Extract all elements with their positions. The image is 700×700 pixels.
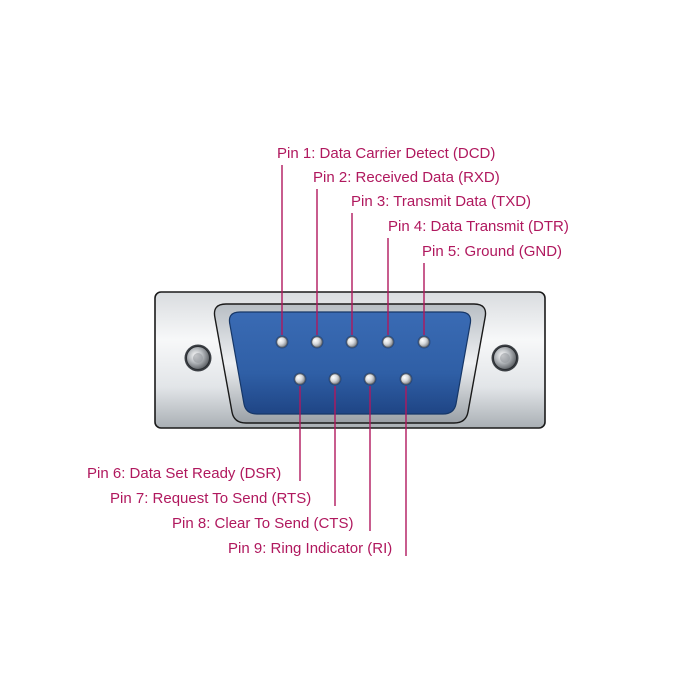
- pin-1-contact: [275, 335, 289, 349]
- pin-4-contact: [381, 335, 395, 349]
- pin-3-contact: [345, 335, 359, 349]
- pin-6-label: Pin 6: Data Set Ready (DSR): [87, 465, 281, 482]
- pin-3-label: Pin 3: Transmit Data (TXD): [351, 193, 531, 210]
- pin-8-contact: [363, 372, 377, 386]
- pin-5-contact: [417, 335, 431, 349]
- pin-2-contact: [310, 335, 324, 349]
- pin-8-label: Pin 8: Clear To Send (CTS): [172, 515, 353, 532]
- pin-9-label: Pin 9: Ring Indicator (RI): [228, 540, 392, 557]
- pin-2-label: Pin 2: Received Data (RXD): [313, 169, 500, 186]
- right-screw-head-icon: [491, 344, 519, 372]
- pin-7-label: Pin 7: Request To Send (RTS): [110, 490, 311, 507]
- connector-face: [228, 311, 472, 415]
- pin-6-contact: [293, 372, 307, 386]
- left-screw-head-icon: [184, 344, 212, 372]
- pin-1-label: Pin 1: Data Carrier Detect (DCD): [277, 145, 495, 162]
- pin-5-label: Pin 5: Ground (GND): [422, 243, 562, 260]
- pin-4-label: Pin 4: Data Transmit (DTR): [388, 218, 569, 235]
- pin-7-contact: [328, 372, 342, 386]
- pin-9-contact: [399, 372, 413, 386]
